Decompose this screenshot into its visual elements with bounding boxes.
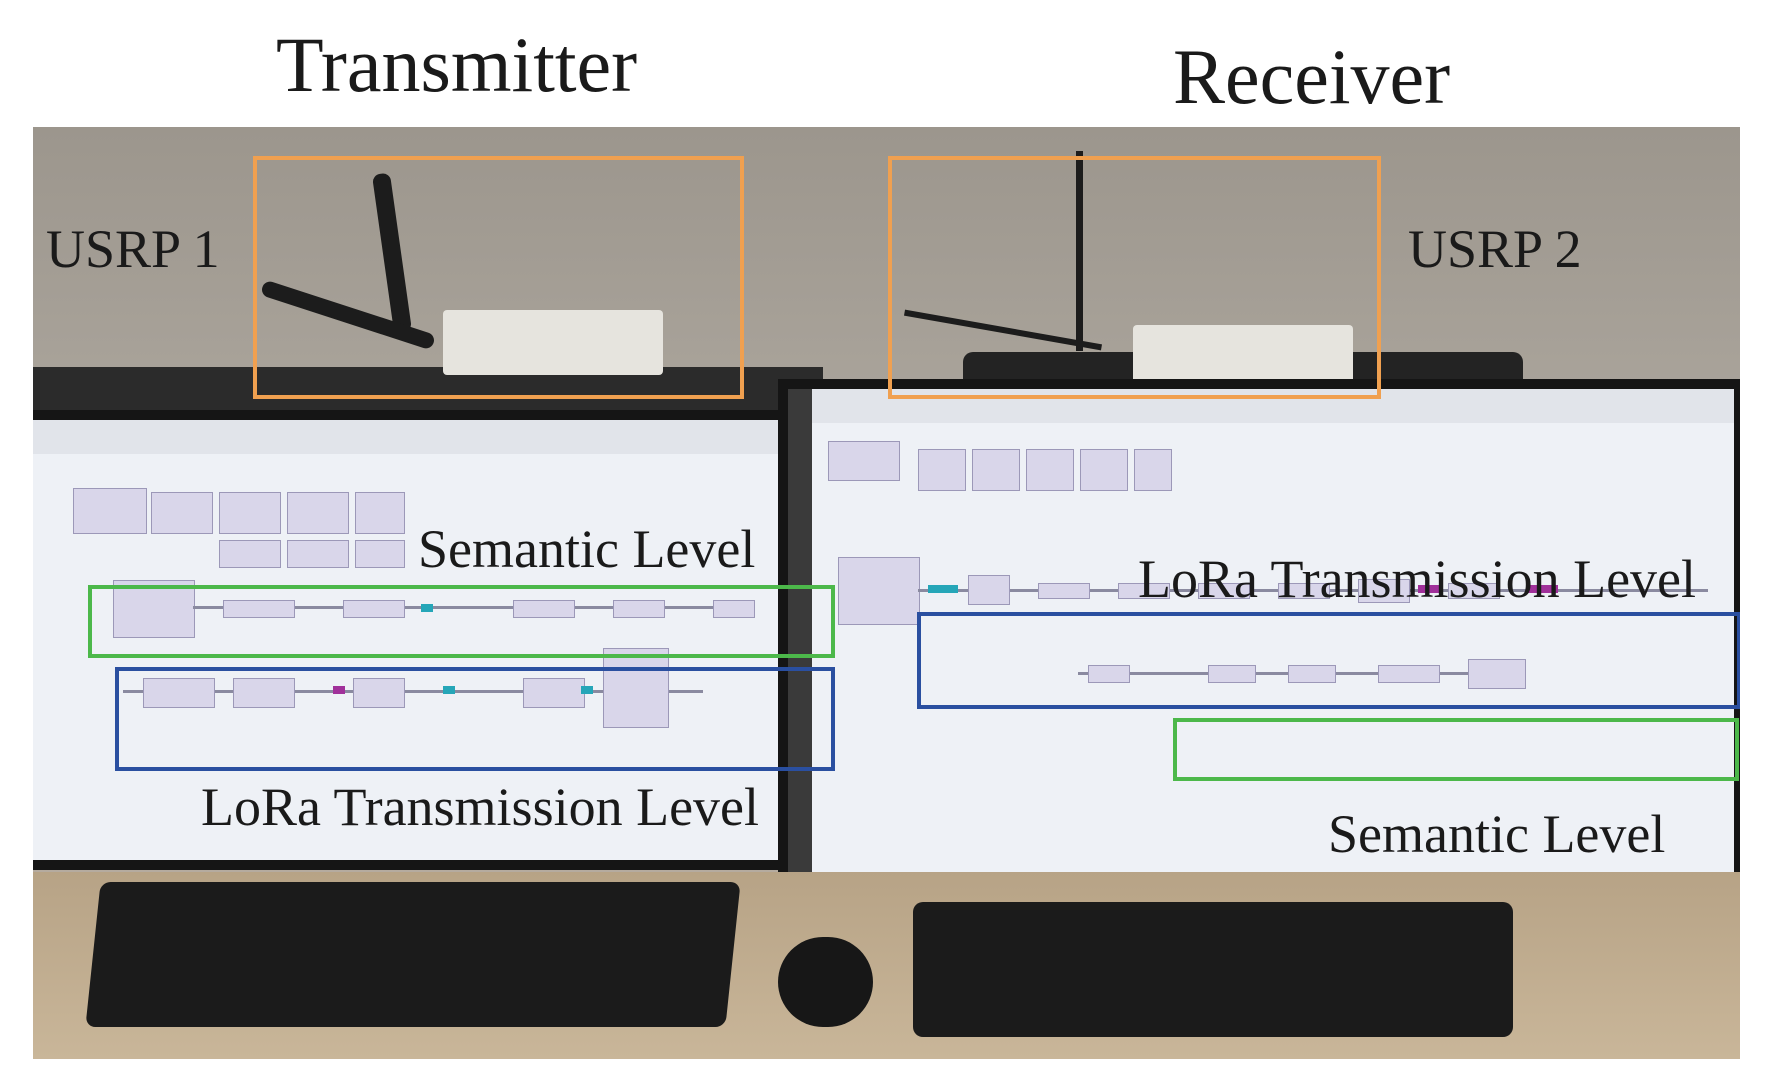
transmitter-lora-box xyxy=(115,667,835,771)
flow-block xyxy=(1118,583,1170,599)
flow-block xyxy=(355,540,405,568)
flow-block xyxy=(219,540,281,568)
flow-block xyxy=(143,678,215,708)
port xyxy=(421,604,433,612)
flow-block xyxy=(1468,659,1526,689)
usrp1-highlight-box xyxy=(253,156,744,399)
usrp1-label: USRP 1 xyxy=(46,219,220,279)
receiver-lora-label: LoRa Transmission Level xyxy=(1138,549,1697,609)
flow-block xyxy=(151,492,213,534)
flow-block xyxy=(603,648,669,728)
flow-wire xyxy=(123,690,703,693)
port xyxy=(443,686,455,694)
flow-block xyxy=(828,441,900,481)
flow-block xyxy=(355,492,405,534)
transmitter-monitor xyxy=(33,410,835,870)
flow-block xyxy=(1038,583,1090,599)
flow-block xyxy=(972,449,1020,491)
receiver-heading: Receiver xyxy=(1173,33,1451,120)
transmitter-heading: Transmitter xyxy=(276,21,638,108)
transmitter-lora-label: LoRa Transmission Level xyxy=(201,777,760,837)
flow-block xyxy=(233,678,295,708)
flow-block xyxy=(838,557,920,625)
lab-photo: USRP 1 USRP 2 Semantic Level LoRa Transm… xyxy=(33,127,1740,1059)
flow-block xyxy=(1134,449,1172,491)
port xyxy=(928,585,958,593)
flow-block xyxy=(1278,583,1330,599)
usrp2-antenna xyxy=(1076,151,1083,351)
port xyxy=(1528,585,1558,593)
receiver-lora-box xyxy=(917,612,1740,709)
flow-block xyxy=(1026,449,1074,491)
flow-block xyxy=(73,488,147,534)
usrp2-device xyxy=(1133,325,1353,385)
flow-block xyxy=(1378,665,1440,683)
receiver-monitor xyxy=(778,379,1740,924)
usrp2-highlight-box xyxy=(888,156,1381,399)
flow-block xyxy=(287,492,349,534)
flow-block xyxy=(968,575,1010,605)
receiver-semantic-label: Semantic Level xyxy=(1328,804,1666,864)
flow-wire xyxy=(193,606,753,609)
flow-block xyxy=(113,580,195,638)
port xyxy=(1418,585,1440,593)
flow-block xyxy=(353,678,405,708)
flow-block xyxy=(1088,665,1130,683)
flow-block xyxy=(1288,665,1336,683)
flow-block xyxy=(523,678,585,708)
flow-block xyxy=(613,600,665,618)
flow-block xyxy=(513,600,575,618)
receiver-toolbar xyxy=(812,389,1734,423)
port xyxy=(581,686,593,694)
transmitter-semantic-box xyxy=(88,585,835,658)
mouse xyxy=(778,937,873,1027)
usrp2-label: USRP 2 xyxy=(1408,219,1582,279)
flow-block xyxy=(287,540,349,568)
flow-block xyxy=(1198,583,1250,599)
flow-block xyxy=(223,600,295,618)
flow-block xyxy=(1448,583,1500,599)
right-keyboard xyxy=(913,902,1513,1037)
transmitter-semantic-label: Semantic Level xyxy=(418,519,756,579)
flow-block xyxy=(918,449,966,491)
transmitter-toolbar xyxy=(33,420,825,454)
usrp1-device xyxy=(443,310,663,375)
flow-block xyxy=(713,600,755,618)
flow-block xyxy=(1208,665,1256,683)
flow-block xyxy=(1080,449,1128,491)
port xyxy=(333,686,345,694)
dock xyxy=(788,389,812,914)
receiver-semantic-box xyxy=(1173,718,1739,781)
left-keyboard xyxy=(85,882,741,1027)
flow-block xyxy=(343,600,405,618)
flow-block xyxy=(219,492,281,534)
flow-block xyxy=(1358,579,1410,603)
